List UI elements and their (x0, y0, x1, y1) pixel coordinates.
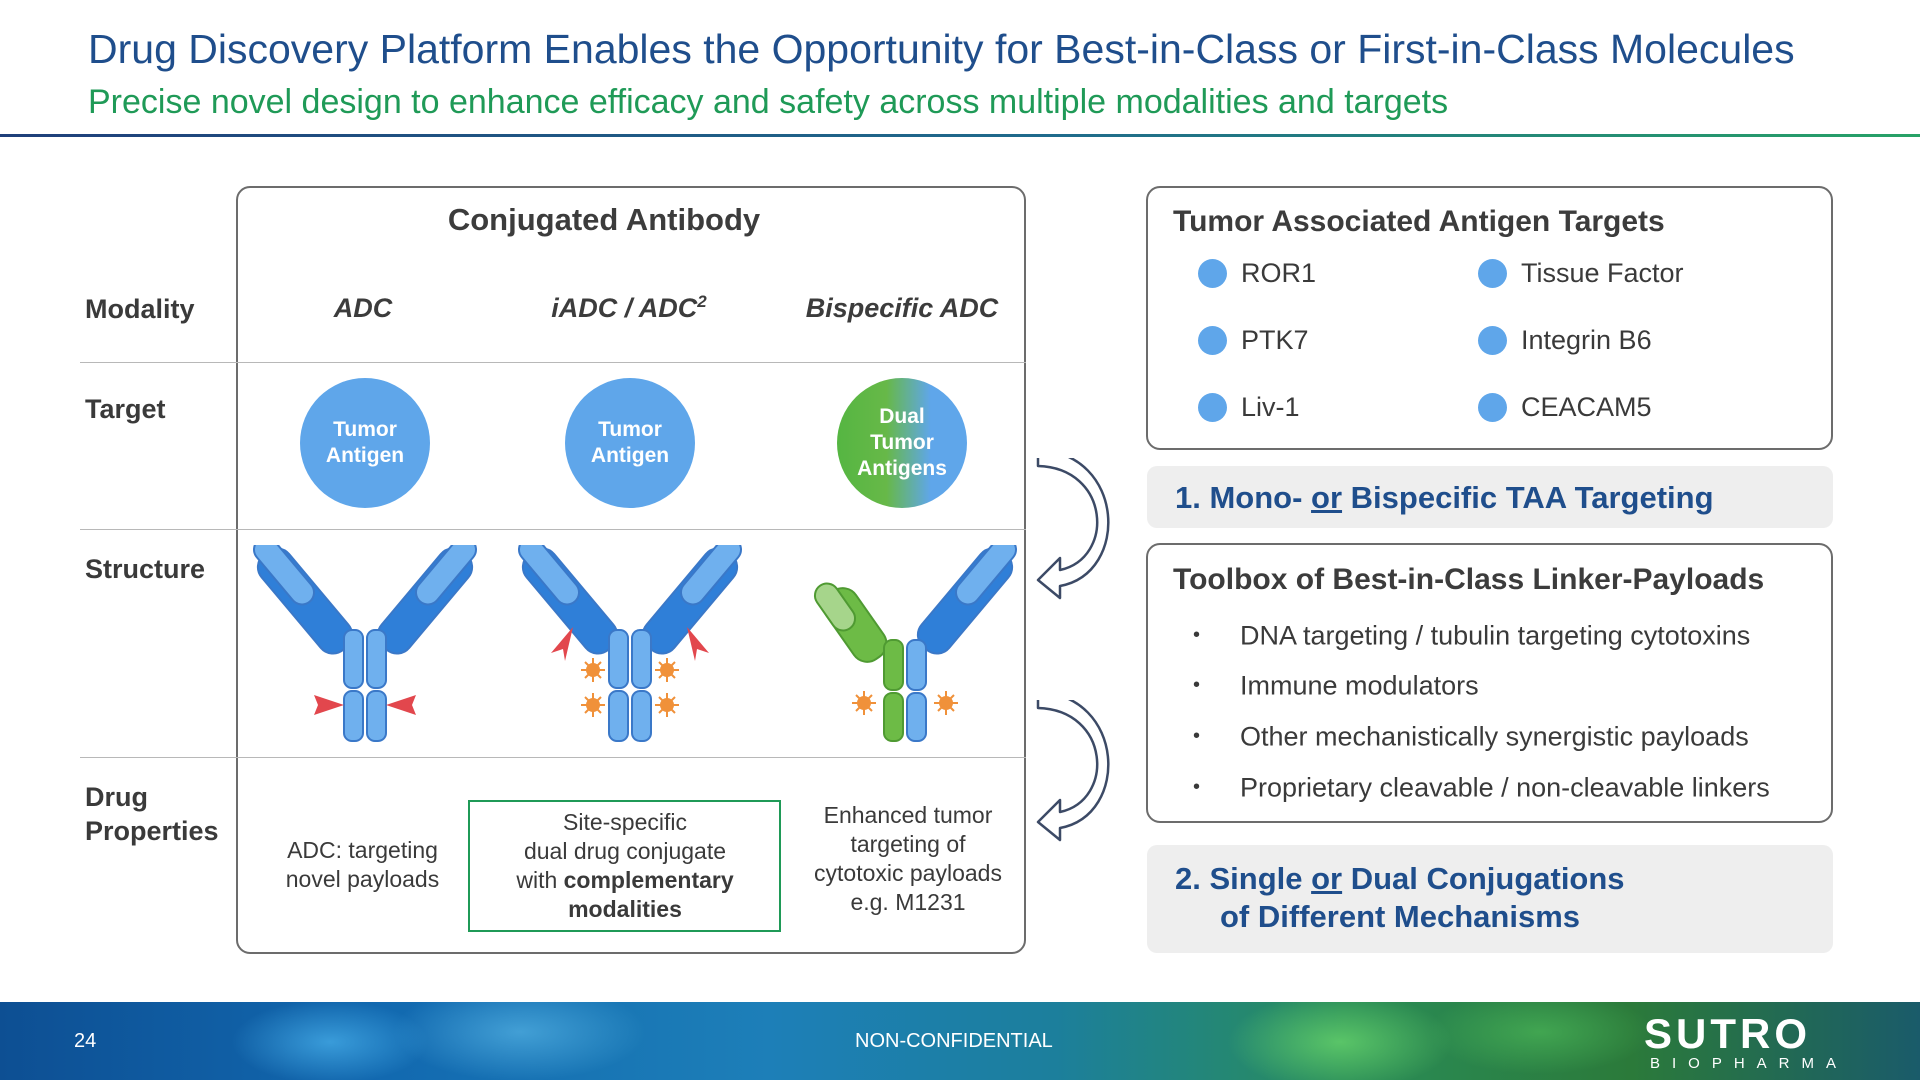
iadc-properties-line: with complementary (516, 867, 734, 893)
curved-arrow-icon (1036, 700, 1110, 842)
row-label-drug: Drug (85, 782, 148, 812)
toolbox-list-item: •Proprietary cleavable / non-cleavable l… (1193, 772, 1770, 803)
iadc-properties-line: dual drug conjugate (523, 838, 727, 864)
taa-target-item: Tissue Factor (1478, 258, 1684, 289)
callout-taa-targeting: 1. Mono- or Bispecific TAA Targeting (1147, 466, 1833, 528)
conjugated-antibody-title: Conjugated Antibody (447, 202, 761, 237)
taa-target-item: Integrin B6 (1478, 325, 1652, 356)
toolbox-list-item: •Immune modulators (1193, 670, 1479, 701)
tumor-antigen-circle: Tumor Antigen (300, 378, 430, 508)
toolbox-panel (1146, 543, 1833, 823)
toolbox-list-item: •Other mechanistically synergistic paylo… (1193, 721, 1749, 752)
bispecific-properties-line: e.g. M1231 (850, 889, 966, 915)
curved-arrow-icon (1036, 458, 1110, 600)
header-divider (0, 134, 1920, 137)
taa-target-item: ROR1 (1198, 258, 1316, 289)
bispecific-properties-line: cytotoxic payloads (814, 860, 1002, 886)
iadc-properties-highlight-box (468, 800, 781, 932)
page-subtitle: Precise novel design to enhance efficacy… (88, 83, 1449, 121)
footer-banner (0, 1002, 1920, 1080)
adc-properties-line: novel payloads (285, 866, 440, 892)
callout-conjugations-line: of Different Mechanisms (1220, 899, 1581, 934)
row-label-structure: Structure (85, 554, 206, 584)
toolbox-title: Toolbox of Best-in-Class Linker-Payloads (1173, 563, 1765, 596)
dual-tumor-antigens-circle: Dual Tumor Antigens (837, 378, 967, 508)
bullet-dot-icon (1478, 259, 1507, 288)
row-divider (80, 757, 1026, 758)
row-label-properties: Properties (85, 816, 219, 846)
modality-adc: ADC (333, 293, 393, 323)
row-divider (80, 529, 1026, 530)
bullet-dot-icon (1198, 326, 1227, 355)
toolbox-list-item: •DNA targeting / tubulin targeting cytot… (1193, 620, 1751, 651)
sutro-biopharma-logo: SUTRO BIOPHARMA (1640, 1012, 1870, 1074)
page-number: 24 (74, 1030, 97, 1052)
logo-tagline: BIOPHARMA (1650, 1055, 1849, 1072)
bispecific-properties-line: Enhanced tumor (823, 802, 993, 828)
iadc-properties-line: modalities (568, 896, 682, 922)
taa-target-item: CEACAM5 (1478, 392, 1652, 423)
row-label-target: Target (85, 394, 166, 424)
modality-bispecific-adc: Bispecific ADC (805, 293, 999, 323)
row-label-drug-properties: Drug Properties (85, 780, 219, 848)
bullet-dot-icon (1198, 259, 1227, 288)
taa-target-item: PTK7 (1198, 325, 1309, 356)
callout-conjugations-line: 2. Single or Dual Conjugations (1175, 861, 1625, 896)
taa-targets-panel (1146, 186, 1833, 450)
row-label-modality: Modality (85, 294, 195, 324)
taa-target-item: Liv-1 (1198, 392, 1300, 423)
bispecific-properties-line: targeting of (850, 831, 966, 857)
tumor-antigen-circle: Tumor Antigen (565, 378, 695, 508)
iadc-antibody-icon (518, 545, 742, 742)
adc-properties-line: ADC: targeting (287, 837, 438, 863)
confidentiality-label: NON-CONFIDENTIAL (855, 1030, 1053, 1052)
logo-wordmark: SUTRO (1644, 1010, 1811, 1057)
row-divider (80, 362, 1026, 363)
page-title: Drug Discovery Platform Enables the Oppo… (88, 26, 1795, 72)
callout-conjugations: 2. Single or Dual Conjugations of Differ… (1147, 845, 1833, 953)
adc-antibody-icon (253, 545, 477, 742)
bullet-dot-icon (1478, 326, 1507, 355)
iadc-properties: Site-specific dual drug conjugate with c… (470, 808, 780, 924)
bispecific-adc-properties: Enhanced tumor targeting of cytotoxic pa… (795, 801, 1021, 917)
adc-properties: ADC: targeting novel payloads (250, 836, 475, 894)
conjugated-antibody-panel (236, 186, 1026, 954)
bullet-dot-icon (1478, 393, 1507, 422)
bullet-dot-icon (1198, 393, 1227, 422)
taa-title: Tumor Associated Antigen Targets (1173, 205, 1665, 238)
bispecific-adc-antibody-icon (813, 545, 1017, 742)
modality-iadc: iADC / ADC2 (551, 292, 707, 323)
iadc-properties-line: Site-specific (563, 809, 687, 835)
